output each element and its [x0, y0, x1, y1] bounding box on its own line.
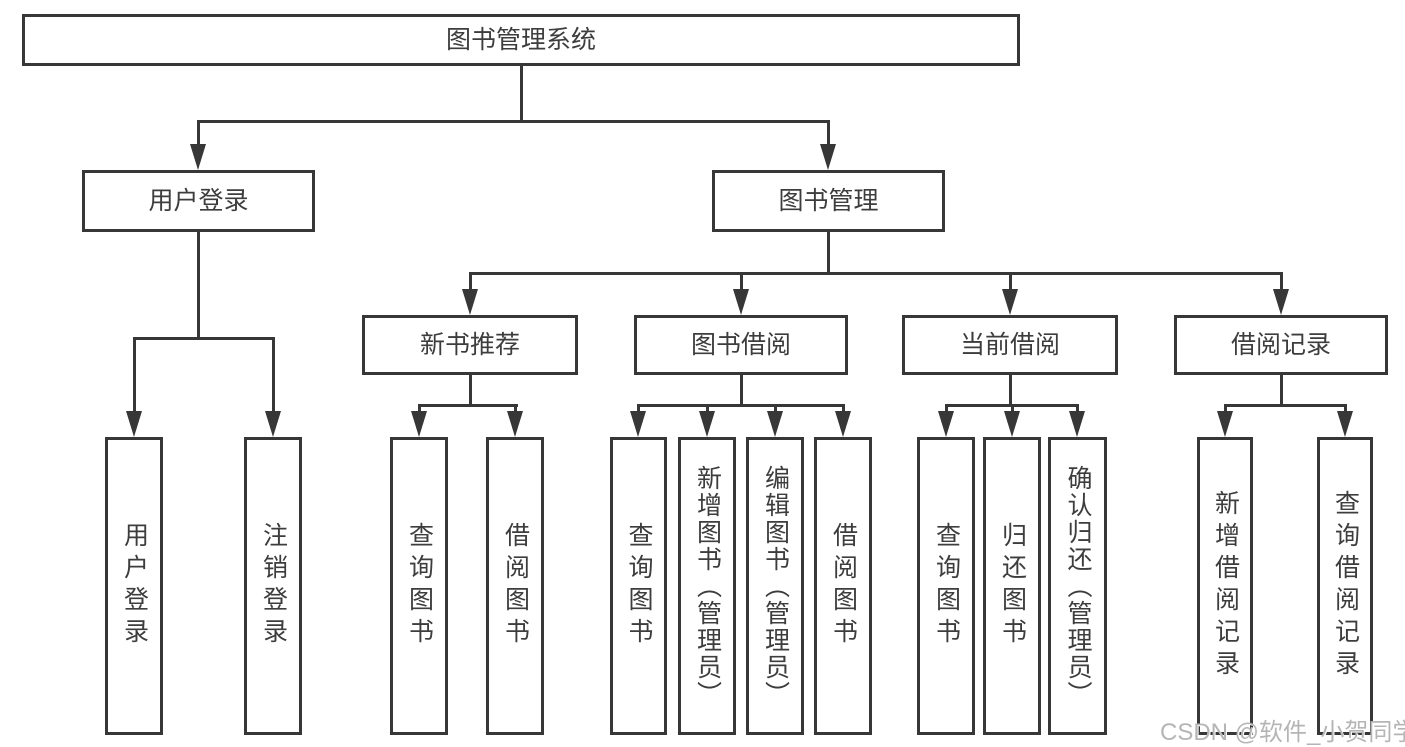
arrow-down-icon — [733, 289, 749, 315]
arrow-down-icon — [265, 411, 281, 437]
connector-segment — [827, 232, 830, 272]
connector-segment — [1280, 375, 1283, 404]
connector-segment — [418, 404, 421, 414]
node-label: 查询借阅记录 — [1331, 490, 1360, 682]
node-label: 查询图书 — [405, 522, 434, 650]
node-confirm-return-admin: 确认归还（管理员） — [1048, 437, 1107, 735]
arrow-down-icon — [1273, 289, 1289, 315]
node-query-books-current: 查询图书 — [917, 437, 975, 735]
connector-segment — [637, 404, 845, 407]
node-label: 编辑图书（管理员） — [761, 464, 790, 708]
node-current-borrowing: 当前借阅 — [902, 315, 1118, 375]
node-borrow-books-recommend: 借阅图书 — [486, 437, 544, 735]
node-borrowing-records: 借阅记录 — [1174, 315, 1388, 375]
node-label: 注销登录 — [259, 522, 288, 650]
node-user-login-leaf: 用户登录 — [105, 437, 163, 735]
connector-segment — [774, 404, 777, 414]
connector-segment — [514, 404, 517, 414]
connector-segment — [1009, 272, 1012, 291]
connector-segment — [197, 232, 200, 337]
node-label: 查询图书 — [932, 522, 961, 650]
arrow-down-icon — [938, 411, 954, 437]
node-add-borrow-record: 新增借阅记录 — [1197, 437, 1253, 735]
node-label: 新书推荐 — [419, 330, 520, 359]
node-user-login: 用户登录 — [82, 170, 315, 232]
arrow-down-icon — [1217, 411, 1233, 437]
connector-segment — [740, 272, 743, 291]
node-label: 借阅记录 — [1230, 330, 1331, 359]
connector-segment — [1280, 272, 1283, 291]
node-label: 图书管理系统 — [445, 25, 596, 54]
arrow-down-icon — [1004, 411, 1020, 437]
connector-segment — [827, 120, 830, 148]
connector-segment — [1076, 404, 1079, 414]
node-label: 用户登录 — [120, 522, 149, 650]
arrow-down-icon — [767, 411, 783, 437]
node-label: 借阅图书 — [829, 522, 858, 650]
connector-segment — [1224, 404, 1347, 407]
connector-segment — [133, 337, 136, 413]
node-label: 当前借阅 — [959, 330, 1060, 359]
node-library-management-system: 图书管理系统 — [22, 14, 1020, 66]
node-label: 图书借阅 — [690, 330, 791, 359]
node-book-management: 图书管理 — [712, 170, 945, 232]
arrow-down-icon — [835, 411, 851, 437]
node-label: 图书管理 — [778, 186, 879, 215]
connector-segment — [637, 404, 640, 414]
connector-segment — [197, 120, 200, 148]
node-query-books-recommend: 查询图书 — [390, 437, 448, 735]
node-query-borrow-record: 查询借阅记录 — [1317, 437, 1373, 735]
connector-segment — [520, 66, 523, 120]
node-add-book-admin: 新增图书（管理员） — [678, 437, 736, 735]
node-book-borrowing: 图书借阅 — [634, 315, 848, 375]
connector-segment — [740, 375, 743, 404]
arrow-down-icon — [507, 411, 523, 437]
arrow-down-icon — [462, 289, 478, 315]
node-borrow-book: 借阅图书 — [814, 437, 872, 735]
connector-segment — [842, 404, 845, 414]
arrow-down-icon — [630, 411, 646, 437]
arrow-down-icon — [699, 411, 715, 437]
arrow-down-icon — [1069, 411, 1085, 437]
node-label: 新增借阅记录 — [1211, 490, 1240, 682]
connector-segment — [945, 404, 948, 414]
arrow-down-icon — [820, 144, 836, 170]
arrow-down-icon — [190, 144, 206, 170]
connector-segment — [272, 337, 275, 413]
node-label: 新增图书（管理员） — [693, 464, 722, 708]
connector-segment — [469, 272, 1283, 275]
arrow-down-icon — [126, 411, 142, 437]
connector-segment — [706, 404, 709, 414]
arrow-down-icon — [1002, 289, 1018, 315]
connector-segment — [1009, 375, 1012, 404]
node-label: 确认归还（管理员） — [1064, 464, 1092, 708]
connector-segment — [469, 272, 472, 291]
node-return-book: 归还图书 — [983, 437, 1041, 735]
arrow-down-icon — [411, 411, 427, 437]
connector-segment — [1224, 404, 1227, 414]
node-label: 查询图书 — [625, 522, 653, 650]
connector-segment — [418, 404, 518, 407]
node-query-books-borrow: 查询图书 — [610, 437, 667, 735]
node-new-book-recommendation: 新书推荐 — [362, 315, 578, 375]
connector-segment — [469, 375, 472, 404]
csdn-watermark: CSDN @软件_小贺同学 — [1160, 719, 1405, 746]
connector-segment — [197, 120, 830, 123]
node-label: 用户登录 — [148, 186, 249, 215]
connector-segment — [1344, 404, 1347, 414]
arrow-down-icon — [1337, 411, 1353, 437]
node-logout: 注销登录 — [244, 437, 302, 735]
connector-segment — [1011, 404, 1014, 414]
node-label: 借阅图书 — [501, 522, 530, 650]
node-label: 归还图书 — [998, 522, 1027, 650]
connector-segment — [133, 337, 275, 340]
node-edit-book-admin: 编辑图书（管理员） — [746, 437, 804, 735]
